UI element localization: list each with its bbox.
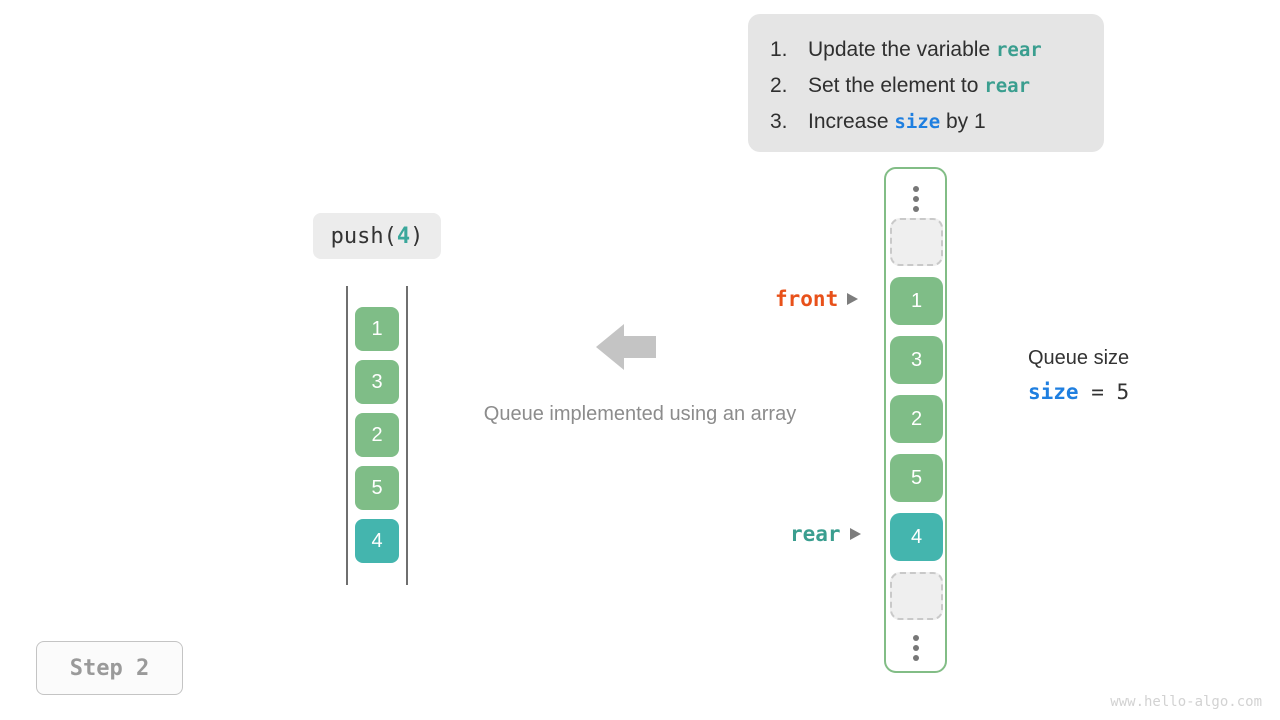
array-cell: 1	[355, 307, 399, 351]
step-badge: Step 2	[36, 641, 183, 695]
front-pointer-label: front	[775, 287, 839, 311]
array-cell: 3	[355, 360, 399, 404]
queue-slot-empty	[890, 218, 943, 266]
queue-container: 1 3 2 5 4	[884, 167, 947, 673]
instruction-item: 3. Increase size by 1	[748, 104, 1104, 140]
queue-size-expression: size = 5	[1028, 373, 1129, 411]
queue-size-var: size	[1028, 380, 1079, 404]
instruction-text: Update the variable	[808, 38, 996, 61]
array-right-border	[406, 286, 408, 585]
instruction-code-size: size	[894, 111, 941, 133]
caption: Queue implemented using an array	[483, 403, 797, 425]
instruction-item: 1. Update the variable rear	[748, 32, 1104, 68]
instruction-code-rear: rear	[984, 75, 1031, 97]
instruction-text: Set the element to	[808, 74, 985, 97]
queue-size-block: Queue size size = 5	[1028, 343, 1129, 411]
array-cell: 2	[355, 413, 399, 457]
queue-size-title: Queue size	[1028, 347, 1130, 369]
instruction-number: 2.	[770, 74, 788, 97]
front-pointer: front	[775, 287, 859, 311]
watermark: www.hello-algo.com	[1110, 694, 1262, 710]
vertical-ellipsis-icon-top	[912, 186, 919, 212]
array-cell: 5	[355, 466, 399, 510]
instruction-code-rear: rear	[995, 39, 1042, 61]
array-left-border	[346, 286, 348, 585]
queue-size-equals: =	[1078, 380, 1117, 404]
instruction-card: 1. Update the variable rear 2. Set the e…	[748, 14, 1104, 152]
operation-label-value: 4	[396, 223, 411, 249]
rear-pointer: rear	[790, 522, 861, 546]
left-arrow-icon	[596, 322, 656, 372]
queue-slot: 2	[890, 395, 943, 443]
instruction-text-post: by 1	[940, 110, 986, 133]
operation-label-prefix: push(	[330, 223, 397, 249]
instruction-number: 3.	[770, 110, 788, 133]
queue-slot: 3	[890, 336, 943, 384]
queue-size-number: 5	[1116, 380, 1130, 404]
queue-slot: 1	[890, 277, 943, 325]
operation-label: push(4)	[313, 213, 441, 259]
arrow-right-icon	[849, 528, 861, 540]
array-cell-new: 4	[355, 519, 399, 563]
instruction-text: Increase	[808, 110, 895, 133]
rear-pointer-label: rear	[790, 522, 841, 546]
queue-slot-new: 4	[890, 513, 943, 561]
queue-slot-empty	[890, 572, 943, 620]
operation-label-suffix: )	[410, 223, 424, 249]
left-array: 1 3 2 5 4	[346, 286, 408, 585]
instruction-item: 2. Set the element to rear	[748, 68, 1104, 104]
instruction-number: 1.	[770, 38, 788, 61]
vertical-ellipsis-icon-bottom	[912, 635, 919, 661]
queue-slot: 5	[890, 454, 943, 502]
arrow-right-icon	[847, 293, 859, 305]
